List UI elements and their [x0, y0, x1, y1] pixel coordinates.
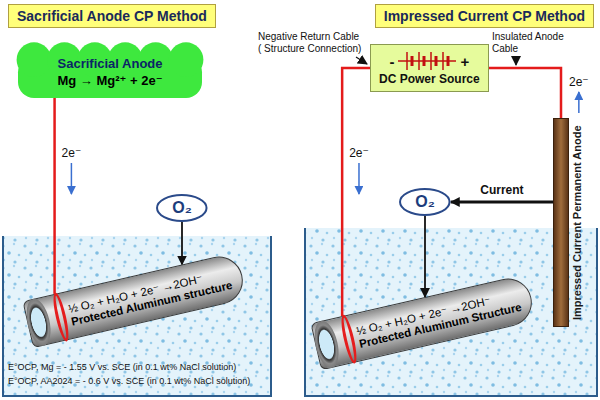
pipe-end-cap [310, 319, 342, 371]
source-name: DC Power Source [379, 72, 480, 86]
positive-terminal: + [460, 53, 469, 70]
sacrificial-anode-cloud: Sacrificial Anode Mg → Mg²⁺ + 2e⁻ [15, 40, 205, 98]
protected-pipe: ½ O₂ + H₂O + 2e⁻ →2OH⁻Protected Aluminum… [310, 274, 536, 370]
leader-arrow [356, 57, 367, 64]
anode-reaction: Mg → Mg²⁺ + 2e⁻ [39, 73, 181, 88]
current-arrow [451, 201, 553, 204]
oxygen-oval: O₂ [399, 188, 451, 216]
anode-cable [489, 68, 561, 118]
potential-note: E°OCP, Mg = - 1.55 V vs. SCE (in 0.1 wt%… [8, 362, 236, 373]
cable-joint-ring [50, 292, 71, 343]
electron-label: 2e⁻ [569, 75, 589, 89]
anode-rod [553, 118, 569, 327]
electron-flow-arrow [578, 92, 580, 113]
electron-label: 2e⁻ [349, 146, 369, 160]
current-label: Current [480, 183, 523, 197]
anode-wire [53, 98, 56, 294]
method-title: Sacrificial Anode CP Method [17, 8, 207, 24]
permanent-anode: Impressed Current Permanent Anode [553, 118, 588, 327]
oxygen-label: O₂ [415, 193, 435, 211]
oxygen-arrow [424, 216, 426, 297]
oxygen-arrow [181, 222, 183, 265]
dc-power-source: - + DC Power Source [370, 44, 489, 92]
anode-name: Sacrificial Anode [39, 56, 181, 71]
cable-callout: Insulated Anode Cable [492, 31, 592, 55]
electron-flow-arrow [358, 163, 360, 194]
method-title-box: Impressed Current CP Method [375, 4, 594, 28]
method-title-box: Sacrificial Anode CP Method [8, 4, 216, 28]
electron-flow-arrow [71, 163, 73, 194]
cable-joint-ring [338, 314, 359, 365]
leader-arrow [515, 57, 516, 65]
anode-name: Impressed Current Permanent Anode [570, 125, 584, 320]
electron-label: 2e⁻ [62, 146, 82, 160]
oxygen-label: O₂ [172, 199, 192, 217]
pipe-end-cap [22, 296, 54, 348]
oxygen-oval: O₂ [156, 194, 208, 222]
negative-terminal: - [389, 53, 394, 70]
water-left [3, 236, 271, 396]
return-cable [342, 68, 370, 316]
cable-callout: Negative Return Cable ( Structure Connec… [258, 31, 364, 55]
method-title: Impressed Current CP Method [384, 8, 585, 24]
protected-pipe: ½ O₂ + H₂O + 2e⁻ →2OH⁻Protected Aluminum… [22, 252, 247, 348]
battery-symbol [398, 50, 456, 72]
tank-wall-left [3, 236, 271, 396]
potential-note: E°OCP, AA2024 = - 0.6 V vs. SCE (in 0.1 … [8, 376, 250, 387]
